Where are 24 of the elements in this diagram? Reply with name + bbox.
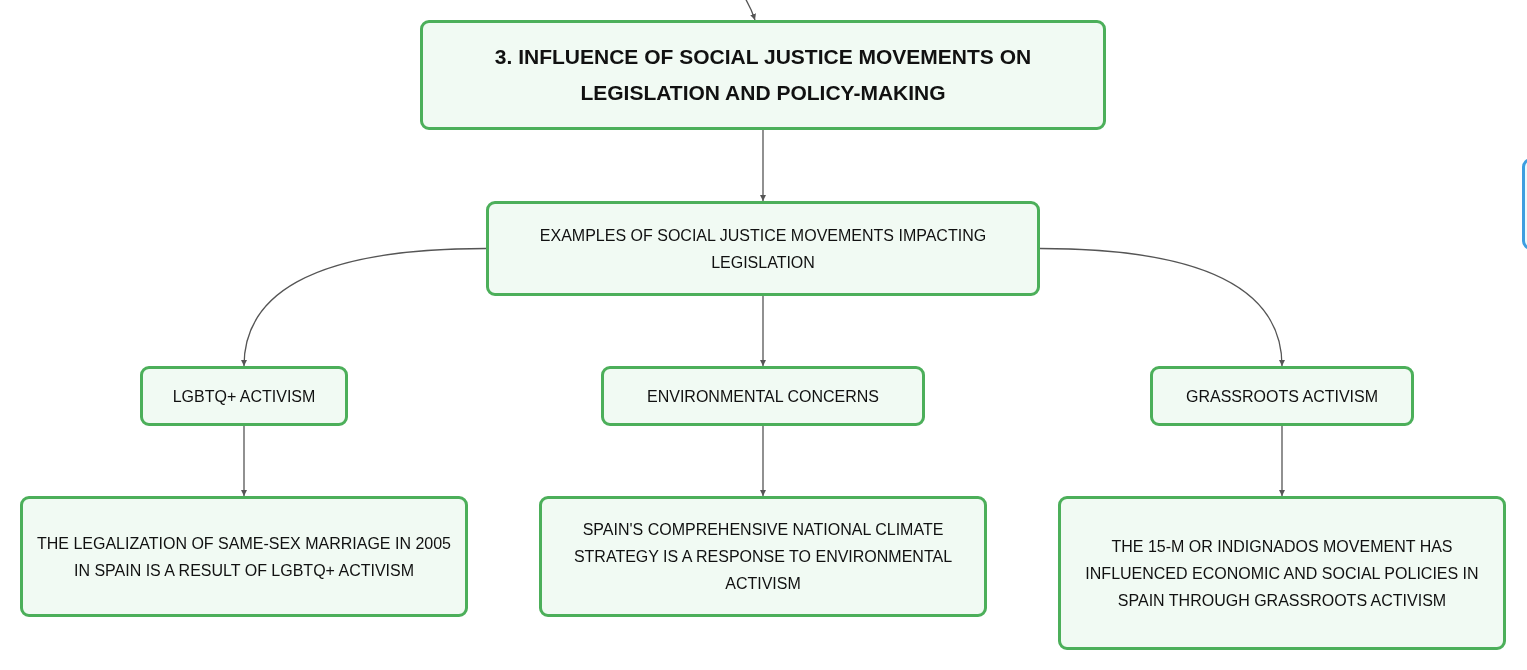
connector-arrow	[744, 0, 756, 21]
heading-text: 3. INFLUENCE OF SOCIAL JUSTICE MOVEMENTS ON LEGISLATION AND POLICY-MAKING	[493, 44, 1033, 106]
connector-arrow	[241, 425, 247, 497]
topic-box	[601, 366, 925, 426]
connector-arrow	[1039, 247, 1285, 367]
topic-box	[486, 201, 1040, 296]
title-box	[420, 20, 1106, 130]
topic-box	[140, 366, 348, 426]
connector-arrow	[1279, 425, 1285, 497]
topic-box	[20, 496, 468, 617]
connector-arrow	[760, 295, 766, 367]
topic-text: LGBTQ+ ACTIVISM	[172, 386, 316, 407]
topic-box	[539, 496, 987, 617]
topic-text: ENVIRONMENTAL CONCERNS	[647, 386, 879, 407]
topic-text: SPAIN'S COMPREHENSIVE NATIONAL CLIMATE STRATEGY IS A RESPONSE TO ENVIRONMENTAL ACTIVISM	[572, 520, 954, 594]
topic-text: EXAMPLES OF SOCIAL JUSTICE MOVEMENTS IMPACTING LEGISLATION	[538, 225, 988, 273]
topic-box	[1150, 366, 1414, 426]
connector-arrow	[760, 129, 766, 202]
topic-box	[1058, 496, 1506, 650]
topic-text: THE LEGALIZATION OF SAME-SEX MARRIAGE IN 2005 IN SPAIN IS A RESULT OF LGBTQ+ ACTIVISM	[36, 533, 452, 581]
topic-text: GRASSROOTS ACTIVISM	[1186, 386, 1378, 407]
connector-arrow	[241, 247, 487, 367]
topic-text: THE 15-M OR INDIGNADOS MOVEMENT HAS INFLUENCED ECONOMIC AND SOCIAL POLICIES IN SPAIN THROUGH GRASSROOTS ACTIVISM	[1084, 536, 1480, 611]
connector-arrow	[760, 425, 766, 497]
